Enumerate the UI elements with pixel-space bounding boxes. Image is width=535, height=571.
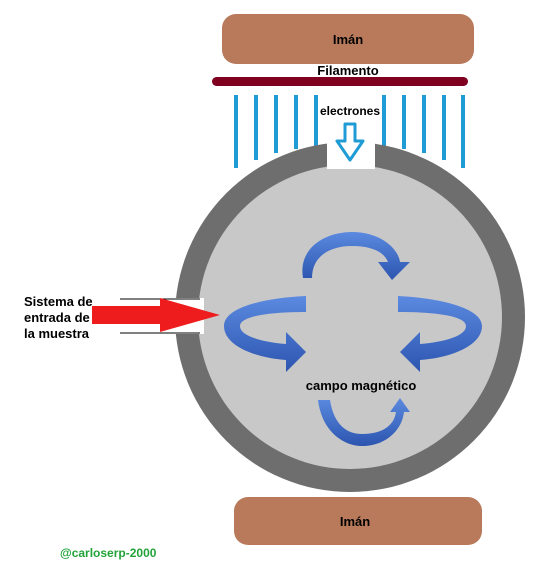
top-magnet: Imán bbox=[222, 14, 474, 64]
sample-inlet bbox=[92, 298, 220, 334]
electron-beam bbox=[234, 95, 465, 168]
bottom-magnet-label: Imán bbox=[340, 514, 370, 529]
sample-inlet-label-line2: entrada de bbox=[24, 310, 90, 325]
field-arrow-bottom-icon bbox=[318, 398, 410, 446]
field-arrow-left-icon bbox=[224, 296, 306, 372]
sample-inlet-arrow-icon bbox=[92, 298, 220, 332]
electron-down-arrow-icon bbox=[335, 122, 365, 162]
sample-inlet-label-line1: Sistema de bbox=[24, 294, 93, 309]
ionization-chamber bbox=[168, 135, 525, 492]
electrons-label: electrones bbox=[320, 104, 380, 118]
filament: Filamento bbox=[212, 63, 468, 86]
top-magnet-label: Imán bbox=[333, 32, 363, 47]
magnetic-field-arrows bbox=[224, 232, 482, 446]
field-arrow-top-icon bbox=[302, 232, 410, 280]
field-arrow-right-icon bbox=[398, 296, 482, 372]
filament-label: Filamento bbox=[317, 63, 378, 78]
magnetic-field-label: campo magnético bbox=[306, 378, 417, 393]
bottom-magnet: Imán bbox=[234, 497, 482, 545]
sample-inlet-label-line3: la muestra bbox=[24, 326, 90, 341]
credit-watermark: @carloserp-2000 bbox=[60, 546, 157, 560]
